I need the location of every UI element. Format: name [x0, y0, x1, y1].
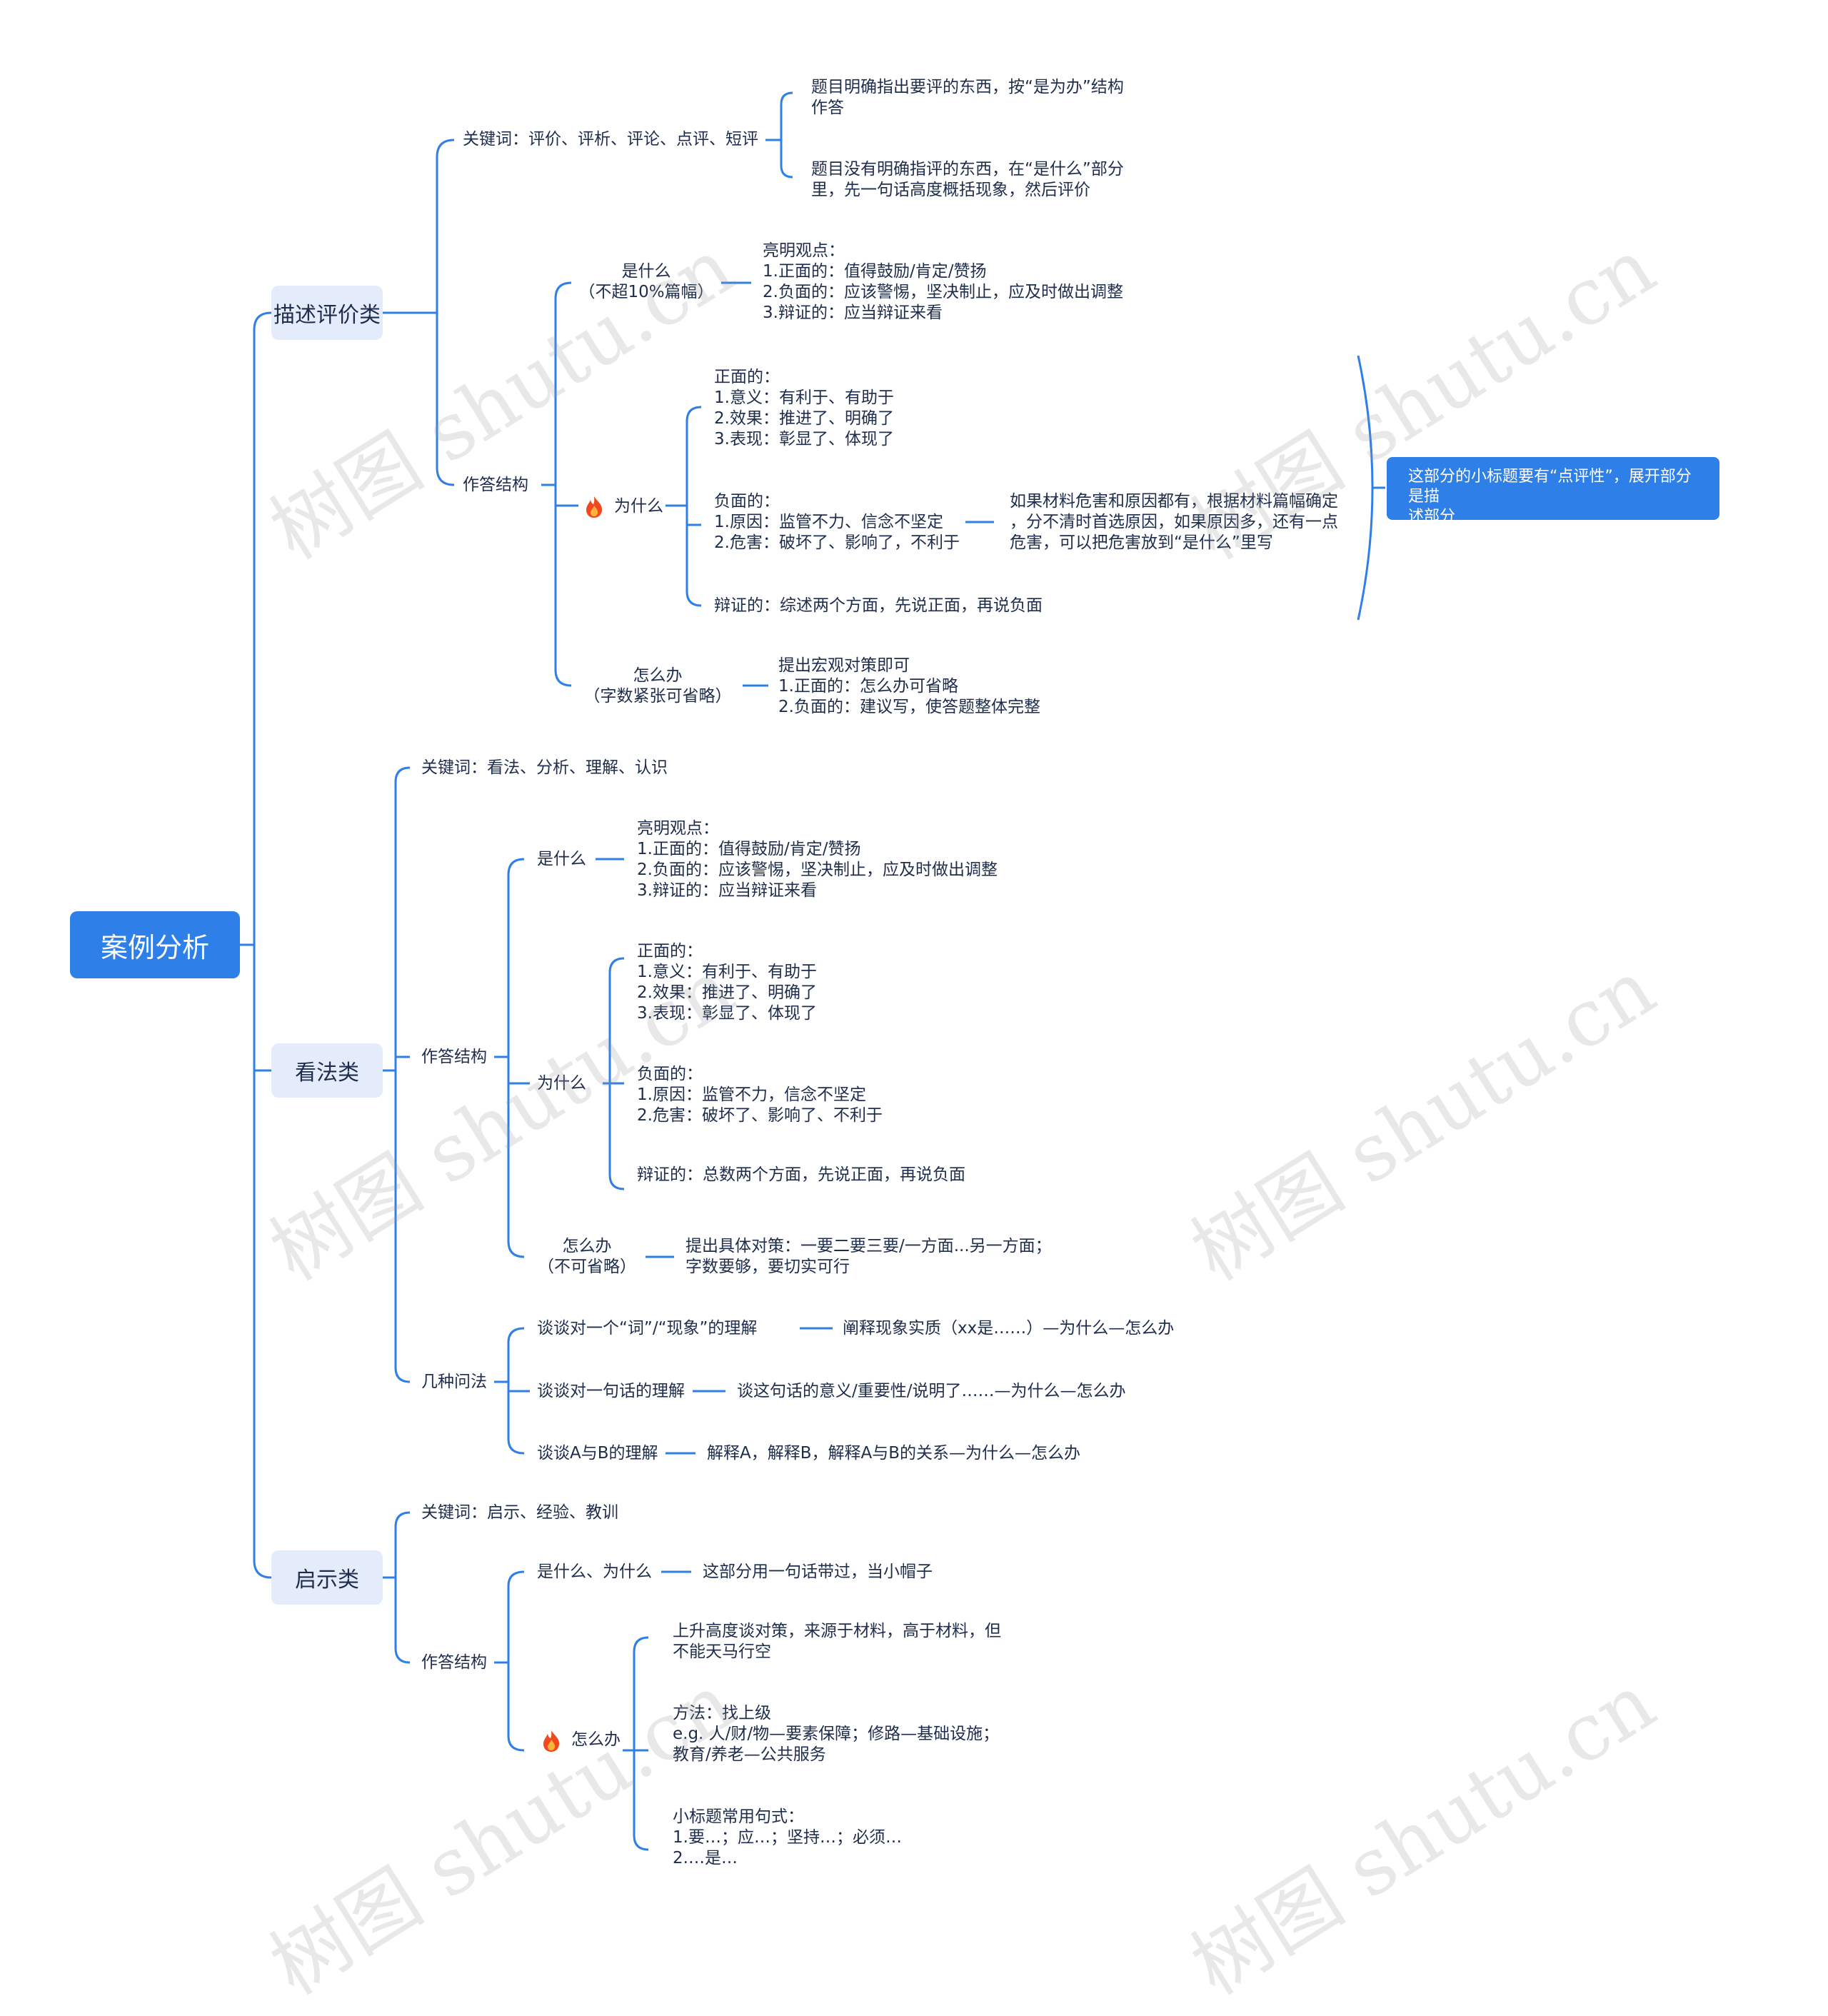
view-kind-2: 谈谈对一句话的理解 [537, 1382, 685, 1400]
desc-summary-note[interactable]: 这部分的小标题要有“点评性”，展开部分是描 述部分 [1387, 457, 1719, 526]
fire-icon [541, 1730, 561, 1755]
view-how: 怎么办 （不可省略） [538, 1237, 636, 1276]
desc-why-negative: 负面的： 1.原因：监管不力、信念不坚定 2.危害：破坏了、影响了，不利于 [714, 492, 960, 552]
view-why: 为什么 [537, 1074, 586, 1093]
desc-what: 是什么 （不超10%篇幅） [578, 262, 714, 301]
view-kinds: 几种问法 [421, 1373, 487, 1391]
view-structure: 作答结构 [421, 1048, 487, 1066]
view-kind-3-detail: 解释A，解释B，解释A与B的关系—为什么—怎么办 [707, 1444, 1081, 1463]
desc-why-negative-note: 如果材料危害和原因都有，根据材料篇幅确定 ，分不清时首选原因，如果原因多，还有一… [1010, 492, 1338, 552]
view-why-dialectic: 辩证的：总数两个方面，先说正面，再说负面 [637, 1165, 965, 1184]
connector-lines [240, 91, 1385, 1851]
view-kind-3: 谈谈A与B的理解 [537, 1444, 658, 1463]
view-how-detail: 提出具体对策：一要二要三要/一方面...另一方面； 字数要够，要切实可行 [686, 1237, 1052, 1276]
view-why-negative: 负面的： 1.原因：监管不力，信念不坚定 2.危害：破坏了、影响了、不利于 [637, 1065, 883, 1125]
desc-keyword-child-2: 题目没有明确指评的东西，在“是什么”部分 里，先一句话高度概括现象，然后评价 [811, 160, 1124, 199]
view-kind-2-detail: 谈这句话的意义/重要性/说明了……—为什么—怎么办 [737, 1382, 1126, 1400]
insp-keyword: 关键词：启示、经验、教训 [421, 1503, 618, 1522]
insp-structure: 作答结构 [421, 1653, 487, 1672]
insp-how: 怎么办 [571, 1730, 621, 1749]
category-view[interactable]: 看法类 [271, 1043, 383, 1098]
desc-why-dialectic: 辩证的：综述两个方面，先说正面，再说负面 [714, 596, 1043, 615]
desc-how-detail: 提出宏观对策即可 1.正面的：怎么办可省略 2.负面的：建议写，使答题整体完整 [778, 656, 1040, 716]
category-desc[interactable]: 描述评价类 [271, 286, 383, 340]
view-kind-1: 谈谈对一个“词”/“现象”的理解 [537, 1319, 758, 1338]
view-what-detail: 亮明观点： 1.正面的：值得鼓励/肯定/赞扬 2.负面的：应该警惕，坚决制止，应… [637, 819, 998, 900]
view-kind-1-detail: 阐释现象实质（xx是……）—为什么—怎么办 [843, 1319, 1175, 1338]
desc-keyword: 关键词：评价、评析、评论、点评、短评 [463, 130, 758, 149]
desc-what-detail: 亮明观点： 1.正面的：值得鼓励/肯定/赞扬 2.负面的：应该警惕，坚决制止，应… [763, 241, 1123, 322]
view-what: 是什么 [537, 850, 586, 868]
insp-what-why-detail: 这部分用一句话带过，当小帽子 [703, 1563, 933, 1581]
insp-what-why: 是什么、为什么 [537, 1563, 652, 1581]
desc-keyword-child-1: 题目明确指出要评的东西，按“是为办”结构 作答 [811, 78, 1124, 117]
view-keyword: 关键词：看法、分析、理解、认识 [421, 758, 668, 777]
category-insp[interactable]: 启示类 [271, 1550, 383, 1605]
desc-why: 为什么 [614, 497, 663, 516]
desc-why-positive: 正面的： 1.意义：有利于、有助于 2.效果：推进了、明确了 3.表现：彰显了、… [714, 368, 894, 448]
desc-how: 怎么办 （字数紧张可省略） [583, 666, 732, 706]
desc-structure: 作答结构 [463, 476, 528, 494]
view-why-positive: 正面的： 1.意义：有利于、有助于 2.效果：推进了、明确了 3.表现：彰显了、… [637, 942, 817, 1023]
insp-how-1: 上升高度谈对策，来源于材料，高于材料，但 不能天马行空 [673, 1622, 1001, 1661]
fire-icon [584, 496, 604, 521]
insp-how-2: 方法：找上级 e.g. 人/财/物—要素保障；修路—基础设施； 教育/养老—公共… [673, 1704, 1000, 1764]
root-node[interactable]: 案例分析 [70, 911, 240, 978]
insp-how-3: 小标题常用句式： 1.要…；应…；坚持…；必须… 2.…是… [673, 1807, 902, 1867]
